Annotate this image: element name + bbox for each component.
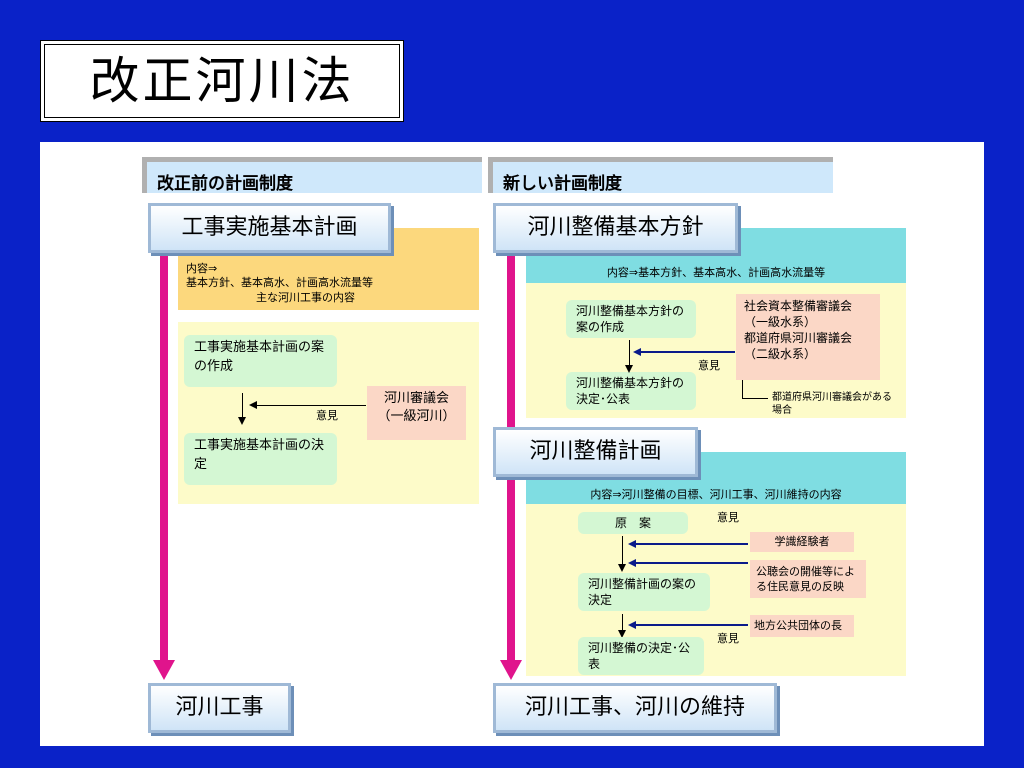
left-opinion-line <box>256 405 366 406</box>
right-progress-arrowhead <box>500 660 522 680</box>
left-step-draft: 工事実施基本計画の案の作成 <box>184 335 337 387</box>
left-plan-title: 工事実施基本計画 <box>148 203 391 253</box>
experts-opinion-line <box>635 543 748 545</box>
policy-title: 河川整備基本方針 <box>493 203 738 253</box>
council-note-line-h <box>742 398 768 399</box>
plan-title: 河川整備計画 <box>493 427 698 477</box>
left-opinion-label: 意見 <box>316 409 338 422</box>
left-result-river-works: 河川工事 <box>148 683 291 733</box>
left-content-line2: 主な河川工事の内容 <box>256 291 355 304</box>
public-hearing-box: 公聴会の開催等による住民意見の反映 <box>750 560 866 598</box>
policy-step-decision: 河川整備基本方針の決定･公表 <box>566 372 696 410</box>
experts-box: 学識経験者 <box>750 532 854 552</box>
public-opinion-line <box>635 562 748 564</box>
plan-flow-arrowhead-1 <box>618 564 626 572</box>
right-section-header: 新しい計画制度 <box>488 157 833 194</box>
plan-flow-arrowhead-2 <box>618 630 626 638</box>
local-gov-opinion-line <box>635 624 748 626</box>
local-gov-opinion-arrowhead <box>628 621 636 629</box>
council-prefectural: 都道府県河川審議会（二級水系） <box>744 331 853 361</box>
policy-step-draft: 河川整備基本方針の案の作成 <box>566 300 696 338</box>
experts-opinion-arrowhead <box>628 540 636 548</box>
council-note-line-v <box>742 380 743 398</box>
plan-draft: 原 案 <box>578 512 688 534</box>
left-progress-arrowhead <box>153 660 175 680</box>
left-content-line1: 基本方針、基本高水、計画高水流量等 <box>186 276 373 289</box>
left-step-decision: 工事実施基本計画の決定 <box>184 433 337 485</box>
plan-flow-line-2 <box>622 614 623 634</box>
council-national: 社会資本整備審議会（一級水系） <box>744 299 853 329</box>
plan-content-text: 内容⇒河川整備の目標、河川工事、河川維持の内容 <box>590 488 842 501</box>
council-box: 社会資本整備審議会（一級水系） 都道府県河川審議会（二級水系） <box>736 294 880 380</box>
policy-opinion-label: 意見 <box>698 359 720 372</box>
left-flow-arrowhead <box>238 417 246 425</box>
policy-opinion-line <box>640 351 735 353</box>
left-opinion-arrowhead <box>249 401 257 409</box>
policy-opinion-arrowhead <box>633 348 641 356</box>
right-result-river-works-maintenance: 河川工事、河川の維持 <box>493 683 777 733</box>
council-note: 都道府県河川審議会がある場合 <box>772 392 892 416</box>
plan-final-decision: 河川整備の決定･公表 <box>578 637 704 675</box>
plan-flow-line-1 <box>622 536 623 564</box>
plan-opinion-label: 意見 <box>717 511 739 524</box>
left-content-label: 内容⇒ <box>186 262 218 275</box>
local-gov-opinion-label: 意見 <box>717 632 739 645</box>
left-progress-bar <box>160 254 168 664</box>
left-section-header: 改正前の計画制度 <box>142 157 482 194</box>
local-gov-box: 地方公共団体の長 <box>750 615 854 637</box>
plan-step-decision: 河川整備計画の案の決定 <box>578 573 710 611</box>
slide-title: 改正河川法 <box>89 52 355 110</box>
policy-flow-line <box>629 340 630 365</box>
policy-flow-arrowhead <box>625 365 633 373</box>
left-flow-line <box>242 393 243 417</box>
river-council-box: 河川審議会（一級河川） <box>367 386 466 440</box>
title-frame <box>40 40 404 122</box>
public-opinion-arrowhead <box>628 559 636 567</box>
policy-content-text: 内容⇒基本方針、基本高水、計画高水流量等 <box>606 266 826 279</box>
